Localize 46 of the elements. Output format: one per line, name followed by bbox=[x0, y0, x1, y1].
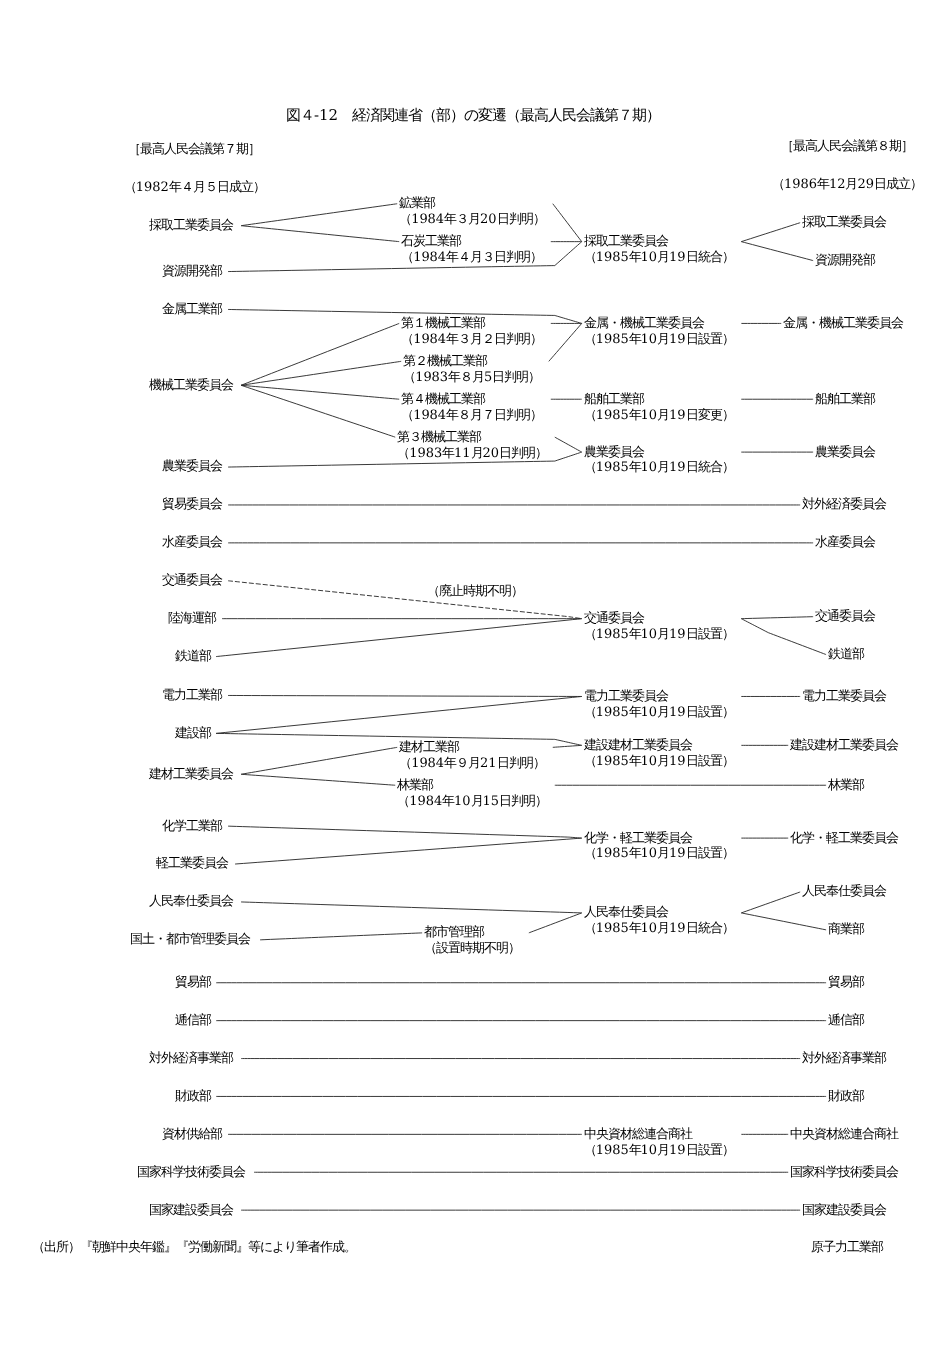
connector bbox=[227, 309, 583, 324]
connector bbox=[240, 384, 396, 438]
connector bbox=[227, 451, 583, 468]
connector bbox=[221, 618, 583, 620]
connector bbox=[550, 398, 583, 400]
connector bbox=[215, 982, 827, 984]
connector bbox=[240, 360, 402, 386]
connector bbox=[227, 241, 583, 272]
connector bbox=[740, 323, 782, 324]
connector bbox=[240, 203, 398, 227]
connector bbox=[240, 1058, 801, 1059]
connector bbox=[550, 323, 583, 324]
connector bbox=[740, 616, 814, 620]
connector bbox=[550, 241, 583, 243]
connector bbox=[240, 901, 583, 914]
connector bbox=[227, 580, 583, 620]
connector bbox=[554, 436, 583, 453]
connector bbox=[740, 618, 827, 656]
connector bbox=[240, 225, 400, 243]
connector bbox=[240, 773, 396, 786]
connector bbox=[215, 1020, 827, 1022]
connector bbox=[253, 1171, 789, 1173]
connector bbox=[740, 1133, 789, 1135]
connector bbox=[215, 1096, 827, 1097]
connector bbox=[548, 323, 583, 362]
connector bbox=[552, 744, 583, 748]
connector bbox=[227, 1133, 583, 1135]
connector bbox=[240, 384, 400, 400]
connector bbox=[740, 891, 801, 914]
connector bbox=[227, 825, 583, 839]
connector bbox=[259, 932, 423, 941]
connector bbox=[215, 696, 583, 734]
connector bbox=[740, 696, 801, 697]
connector bbox=[740, 222, 801, 243]
connector bbox=[234, 837, 583, 865]
connector bbox=[528, 912, 583, 934]
connector bbox=[740, 912, 827, 931]
connector bbox=[740, 398, 814, 400]
connector bbox=[740, 241, 814, 262]
connector bbox=[215, 618, 583, 658]
connector bbox=[240, 323, 400, 386]
connector bbox=[554, 784, 827, 786]
connector bbox=[552, 203, 583, 243]
connector bbox=[240, 746, 398, 775]
connector bbox=[215, 732, 583, 746]
connector bbox=[740, 744, 789, 746]
